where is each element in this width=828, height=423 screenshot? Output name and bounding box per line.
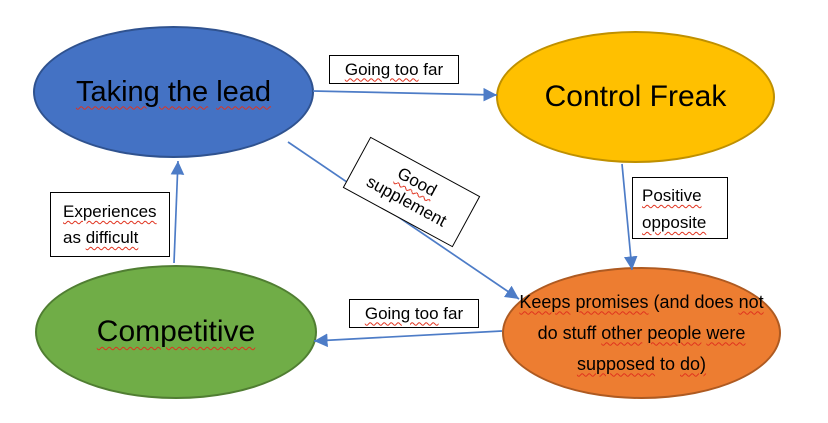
arrow-control-to-keeps[interactable] <box>621 163 638 271</box>
text-run: Going too <box>344 59 419 79</box>
text-run: Keeps <box>519 291 571 312</box>
text-run: Taking the <box>75 75 209 108</box>
text-run: as <box>63 228 86 247</box>
arrow-taking-to-control[interactable] <box>312 87 498 102</box>
text-run: Competitive <box>96 315 256 348</box>
node-competitive-label: Competitive <box>97 315 255 349</box>
text-run: far <box>438 303 464 323</box>
text-run: opposite <box>642 213 707 232</box>
text-run: not <box>738 291 764 312</box>
edge-label-going-too-far-top[interactable]: Going too far <box>329 55 459 84</box>
edge-label-experiences-line-2: as difficult <box>63 225 169 251</box>
text-run: Positive <box>642 186 702 205</box>
text-run: difficult <box>85 228 139 247</box>
text-run: Experiences <box>63 202 157 221</box>
node-keeps-promises-line-3: supposed to do) <box>577 349 706 380</box>
edge-label-positive-opposite-line-2: opposite <box>642 209 727 236</box>
text-run: do) <box>680 353 707 374</box>
node-taking-the-lead-label: Taking the lead <box>76 76 271 109</box>
text-run: Control Freak <box>544 80 727 113</box>
text-run: lead <box>216 75 272 108</box>
text-run: (and does <box>648 291 739 312</box>
arrow-competitive-to-taking[interactable] <box>170 160 185 264</box>
text-run: to <box>655 353 681 374</box>
edge-label-going-too-far-bottom[interactable]: Going too far <box>349 299 479 328</box>
text-run: do stuff <box>537 322 602 343</box>
edge-label-experiences-line-1: Experiences <box>63 199 169 225</box>
edge-label-going-too-far-top-text: Going too far <box>345 60 443 80</box>
edge-label-experiences-as-difficult[interactable]: Experiences as difficult <box>50 192 170 257</box>
text-run: far <box>418 59 444 79</box>
node-keeps-promises[interactable]: Keeps promises (and does not do stuff ot… <box>502 267 781 399</box>
node-taking-the-lead[interactable]: Taking the lead <box>33 26 314 158</box>
node-competitive[interactable]: Competitive <box>35 265 317 399</box>
node-control-freak[interactable]: Control Freak <box>496 31 775 163</box>
text-run: Going too <box>364 303 439 323</box>
text-run: promises <box>575 291 649 312</box>
text-run: other <box>601 322 643 343</box>
edge-label-positive-opposite-line-1: Positive <box>642 182 727 209</box>
text-run: supposed <box>576 353 656 374</box>
text-run: were <box>706 322 746 343</box>
arrow-keeps-to-competitive[interactable] <box>313 330 503 348</box>
node-keeps-promises-line-2: do stuff other people were <box>538 318 746 349</box>
node-keeps-promises-line-1: Keeps promises (and does not <box>519 287 763 318</box>
edge-label-positive-opposite[interactable]: Positive opposite <box>632 177 728 239</box>
edge-label-going-too-far-bottom-text: Going too far <box>365 304 463 324</box>
text-run: people <box>647 322 702 343</box>
node-control-freak-label: Control Freak <box>545 80 727 114</box>
